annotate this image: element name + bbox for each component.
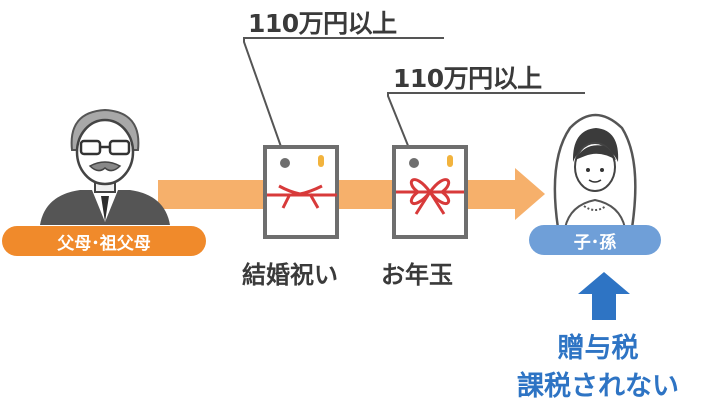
flow-arrow [158,168,545,220]
grandparent-avatar-icon [40,108,170,225]
callout-line-upper [243,37,444,159]
tax-result-line1: 贈与税 [557,333,639,364]
newyear-envelope-icon [392,145,468,239]
giver-label: 父母･祖父母 [2,226,206,256]
callout-lower: 110万円以上 [393,64,542,93]
bride-avatar-icon [553,113,637,230]
callout-line-lower [387,92,585,159]
wedding-gift-label: 結婚祝い [242,261,338,289]
up-arrow-icon [578,272,630,320]
newyear-gift-label: お年玉 [381,261,453,289]
callout-upper: 110万円以上 [248,9,397,38]
tax-result: 贈与税 課税されない [494,330,702,406]
wedding-envelope-icon [263,145,339,239]
receiver-label: 子･孫 [529,225,661,255]
tax-result-line2: 課税されない [517,371,679,402]
